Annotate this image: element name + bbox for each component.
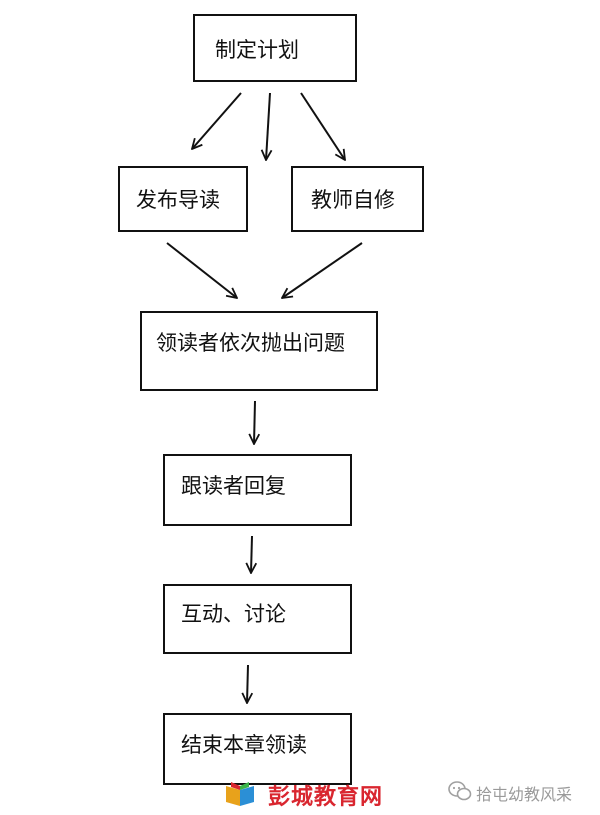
node-end-label: 结束本章领读 [181,733,307,757]
arrow-interact-to-end [247,664,248,703]
node-selfstudy: 教师自修 [291,166,424,232]
watermark-account-name: 拾屯幼教风采 [476,785,573,804]
node-lead-label: 领读者依次抛出问题 [156,331,345,355]
arrow-follow-to-interact [251,535,252,573]
books-logo-icon [226,782,254,806]
node-guide-label: 发布导读 [136,188,220,212]
watermark-site-name: 彭城教育网 [268,785,384,810]
node-interact: 互动、讨论 [163,584,352,654]
node-plan-label: 制定计划 [215,38,299,62]
arrow-selfstudy-to-lead [282,242,363,298]
node-selfstudy-label: 教师自修 [311,188,395,212]
node-plan: 制定计划 [193,14,357,82]
arrow-lead-to-follow [254,400,255,444]
chat-bubble-icon [448,781,472,801]
node-follow-label: 跟读者回复 [181,474,286,498]
node-lead: 领读者依次抛出问题 [140,311,378,391]
arrow-plan-to-selfstudy [300,92,345,160]
arrow-plan-to-center [266,92,270,160]
arrow-guide-to-lead [166,242,237,298]
node-follow: 跟读者回复 [163,454,352,526]
arrow-plan-to-guide [192,92,242,149]
node-interact-label: 互动、讨论 [181,602,286,626]
node-guide: 发布导读 [118,166,248,232]
node-end: 结束本章领读 [163,713,352,785]
